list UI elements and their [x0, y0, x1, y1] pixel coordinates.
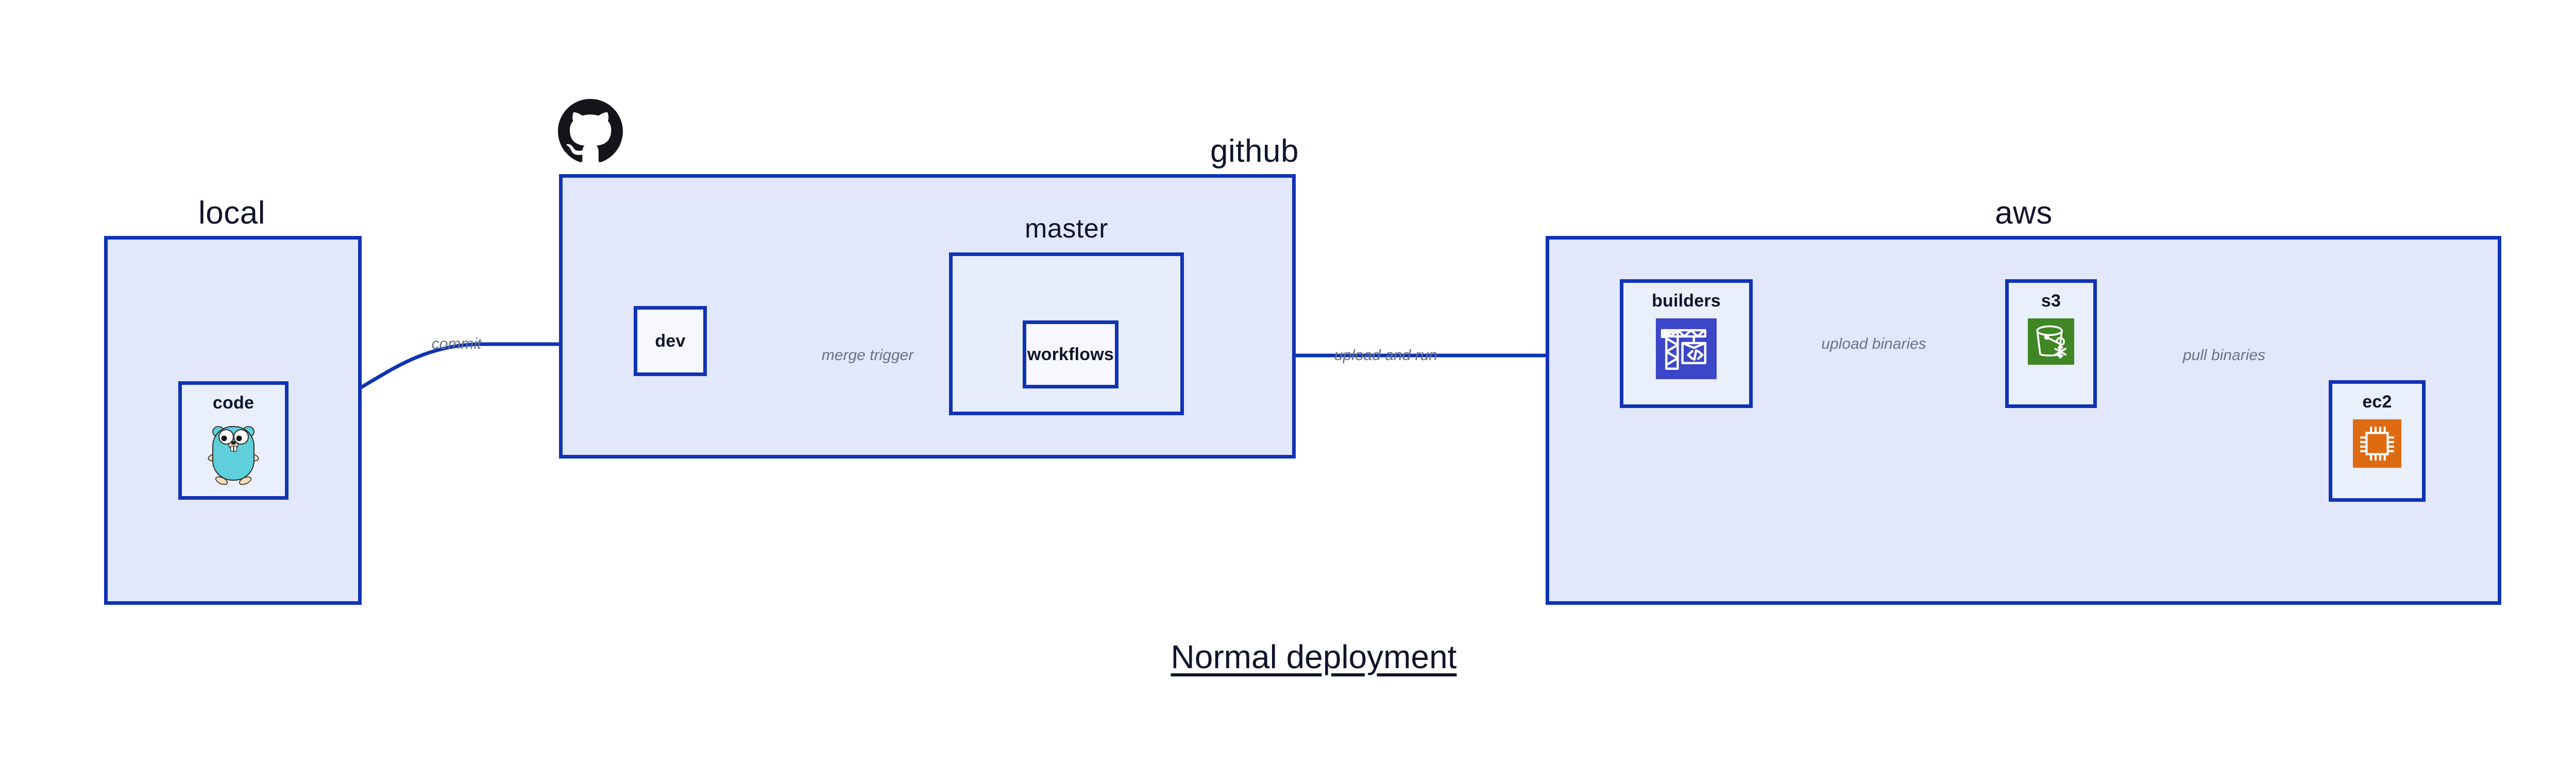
group-label-master: master	[1025, 214, 1108, 244]
node-workflows[interactable]: workflows	[1023, 320, 1118, 388]
edge-label-upload-and-run: upload and run	[1334, 347, 1438, 364]
edge-label-pull-binaries: pull binaries	[2182, 347, 2266, 364]
diagram-title: Normal deployment	[1171, 638, 1457, 675]
go-gopher-icon	[208, 426, 259, 485]
node-builders-label: builders	[1652, 291, 1721, 311]
edge-label-upload-binaries: upload binaries	[1821, 335, 1926, 352]
node-workflows-label: workflows	[1027, 344, 1114, 364]
node-dev[interactable]: dev	[634, 306, 707, 376]
group-label-github: github	[1210, 133, 1299, 169]
node-ec2-label: ec2	[2362, 392, 2392, 412]
group-label-local: local	[198, 195, 266, 231]
node-ec2[interactable]: ec2	[2329, 380, 2426, 502]
node-code[interactable]: code	[178, 381, 289, 500]
cpu-chip-icon	[2353, 419, 2401, 468]
edge-label-merge-trigger: merge trigger	[821, 347, 914, 364]
crane-code-icon	[1656, 318, 1717, 379]
node-builders[interactable]: builders	[1620, 279, 1753, 408]
s3-bucket-icon	[2028, 318, 2074, 365]
edge-label-commit: commit	[431, 335, 482, 352]
node-code-label: code	[212, 393, 255, 413]
node-s3-label: s3	[2041, 291, 2061, 311]
github-mark-icon	[558, 99, 623, 164]
group-label-aws: aws	[1995, 195, 2053, 231]
node-dev-label: dev	[655, 331, 686, 351]
node-s3[interactable]: s3	[2005, 279, 2097, 408]
